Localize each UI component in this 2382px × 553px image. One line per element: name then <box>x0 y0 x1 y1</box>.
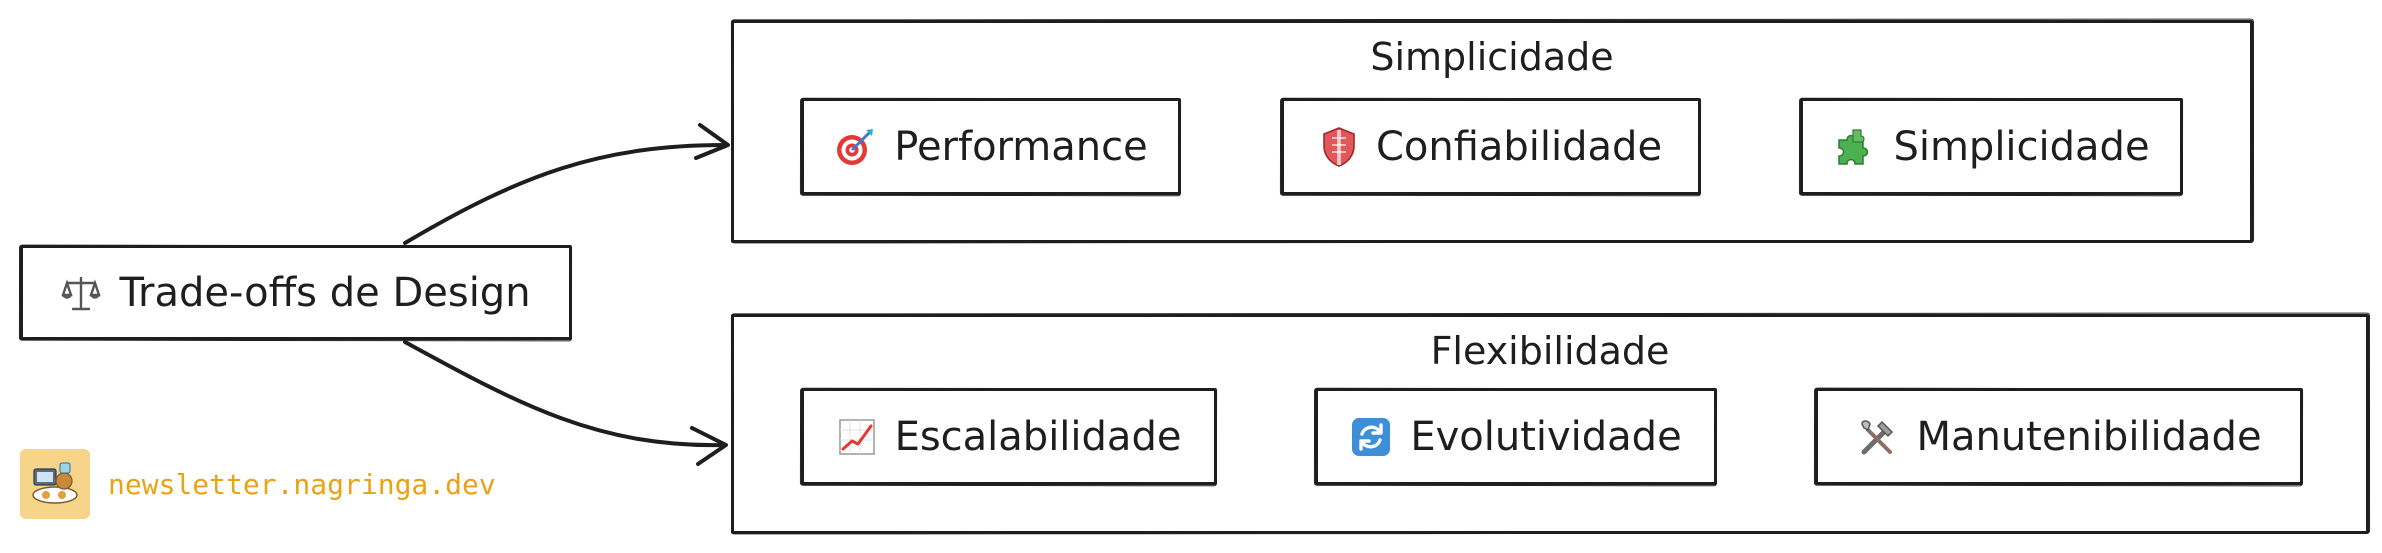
balance-scale-icon <box>61 273 102 313</box>
arrow-to-simplicidade <box>403 143 727 245</box>
refresh-icon <box>1350 416 1392 458</box>
node-label: Performance <box>894 123 1148 170</box>
root-node[interactable]: Trade-offs de Design <box>20 245 572 340</box>
arrow-to-flexibilidade <box>403 340 727 448</box>
node-performance[interactable]: Performance <box>801 98 1181 195</box>
puzzle-piece-icon <box>1833 126 1875 168</box>
node-manutenibilidade[interactable]: Manutenibilidade <box>1815 388 2303 485</box>
chart-increasing-icon <box>837 417 877 457</box>
newsletter-brand[interactable]: newsletter.nagringa.dev <box>20 449 496 519</box>
node-confiabilidade[interactable]: Confiabilidade <box>1281 98 1701 195</box>
newsletter-logo-icon <box>20 449 90 519</box>
node-label: Escalabilidade <box>894 413 1182 460</box>
node-label: Simplicidade <box>1893 123 2150 170</box>
node-label: Evolutividade <box>1410 413 1682 460</box>
group-flexibilidade: Flexibilidade <box>731 314 2369 534</box>
node-simplicidade[interactable]: Simplicidade <box>1800 98 2183 195</box>
group-title: Flexibilidade <box>1430 329 1670 373</box>
node-escalabilidade[interactable]: Escalabilidade <box>801 388 1217 485</box>
target-icon <box>834 126 876 168</box>
node-evolutividade[interactable]: Evolutividade <box>1315 388 1717 485</box>
root-node-label: Trade-offs de Design <box>119 269 531 316</box>
group-simplicidade: Simplicidade <box>731 20 2253 243</box>
node-label: Manutenibilidade <box>1916 413 2262 460</box>
node-label: Confiabilidade <box>1375 123 1663 170</box>
newsletter-url[interactable]: newsletter.nagringa.dev <box>108 467 496 501</box>
tools-icon <box>1856 416 1898 458</box>
shield-icon <box>1320 126 1358 168</box>
group-title: Simplicidade <box>1370 35 1614 79</box>
